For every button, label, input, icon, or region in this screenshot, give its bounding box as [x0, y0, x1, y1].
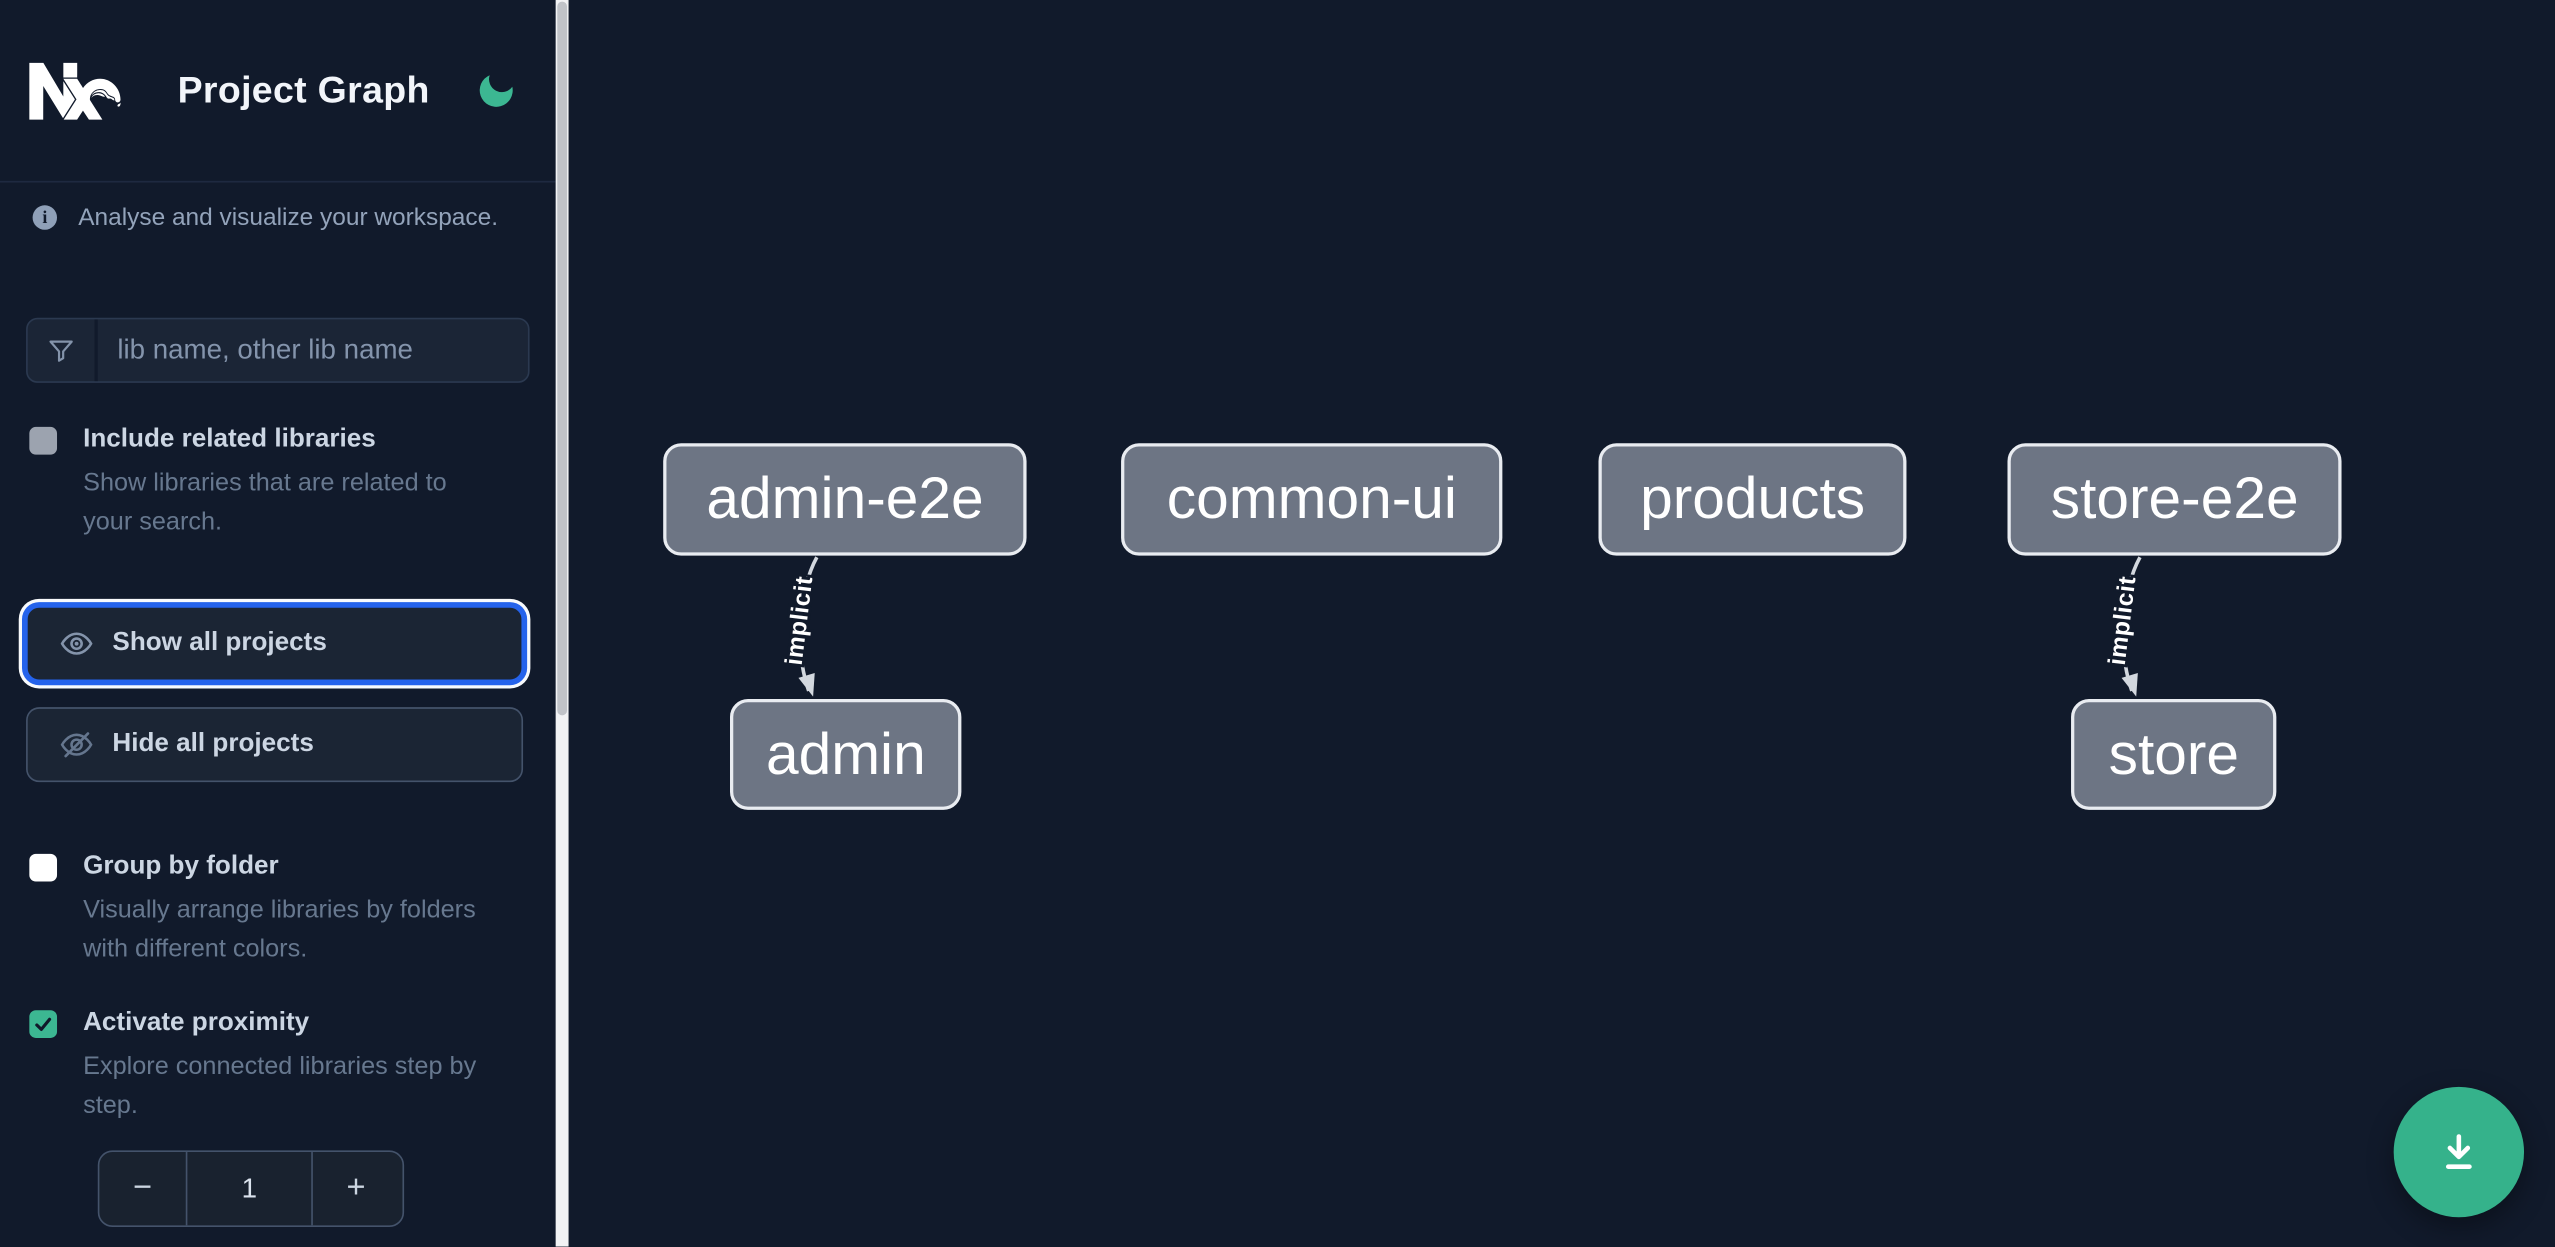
info-icon: i: [32, 205, 58, 230]
filter-funnel-icon: [28, 319, 98, 382]
nx-logo-icon: [29, 62, 121, 119]
app-title: Project Graph: [177, 68, 430, 111]
graph-canvas[interactable]: implicit implicit admin-e2e common-ui pr…: [568, 0, 2555, 1247]
proximity-depth-stepper: − +: [97, 1150, 405, 1227]
node-store[interactable]: store: [2071, 698, 2277, 810]
option-group-by-folder: Group by folder Visually arrange librari…: [29, 852, 530, 968]
edge-label-implicit: implicit: [780, 575, 818, 667]
node-admin-e2e[interactable]: admin-e2e: [663, 442, 1027, 556]
hide-all-projects-label: Hide all projects: [112, 729, 314, 758]
search-box: [26, 317, 531, 383]
tagline-text: Analyse and visualize your workspace.: [78, 203, 499, 232]
group-by-folder-description: Visually arrange libraries by folders wi…: [83, 896, 476, 963]
edge-store-e2e-to-store: implicit: [2101, 556, 2144, 697]
proximity-decrement-button[interactable]: −: [123, 1168, 162, 1209]
sidebar-header: Project Graph: [0, 0, 557, 183]
show-all-projects-label: Show all projects: [112, 628, 327, 657]
group-by-folder-label[interactable]: Group by folder: [83, 852, 279, 880]
activate-proximity-label[interactable]: Activate proximity: [83, 1008, 310, 1037]
eye-off-icon: [60, 732, 93, 758]
eye-icon: [60, 632, 93, 655]
option-activate-proximity: Activate proximity Explore connected lib…: [29, 1009, 530, 1125]
moon-icon: [479, 75, 513, 107]
node-store-e2e[interactable]: store-e2e: [2007, 442, 2342, 556]
download-image-button[interactable]: [2393, 1086, 2525, 1218]
show-all-projects-button[interactable]: Show all projects: [26, 606, 524, 682]
hide-all-projects-button[interactable]: Hide all projects: [26, 707, 524, 783]
graph-edges: implicit implicit: [777, 556, 2144, 697]
proximity-depth-value[interactable]: [185, 1152, 313, 1226]
search-input[interactable]: [97, 319, 529, 382]
check-icon: [35, 1017, 52, 1032]
download-icon: [2446, 1134, 2472, 1169]
activate-proximity-checkbox[interactable]: [29, 1010, 58, 1038]
include-related-checkbox[interactable]: [29, 426, 58, 455]
sidebar-scrollbar[interactable]: [556, 0, 569, 1247]
theme-toggle-button[interactable]: [474, 68, 518, 112]
sidebar: Project Graph i Analyse and visualize yo…: [0, 0, 557, 1247]
option-include-related: Include related libraries Show libraries…: [29, 425, 530, 541]
node-common-ui[interactable]: common-ui: [1121, 442, 1503, 556]
include-related-label[interactable]: Include related libraries: [83, 425, 376, 453]
edge-label-implicit: implicit: [2103, 575, 2141, 667]
node-products[interactable]: products: [1598, 442, 1907, 556]
edge-admin-e2e-to-admin: implicit: [777, 556, 821, 697]
proximity-increment-button[interactable]: +: [337, 1168, 376, 1209]
activate-proximity-description: Explore connected libraries step by step…: [83, 1052, 477, 1119]
tagline-row: i Analyse and visualize your workspace.: [32, 203, 530, 232]
sidebar-scrollbar-thumb[interactable]: [557, 1, 567, 716]
include-related-description: Show libraries that are related to your …: [83, 469, 447, 536]
node-admin[interactable]: admin: [730, 698, 962, 810]
group-by-folder-checkbox[interactable]: [29, 853, 58, 882]
